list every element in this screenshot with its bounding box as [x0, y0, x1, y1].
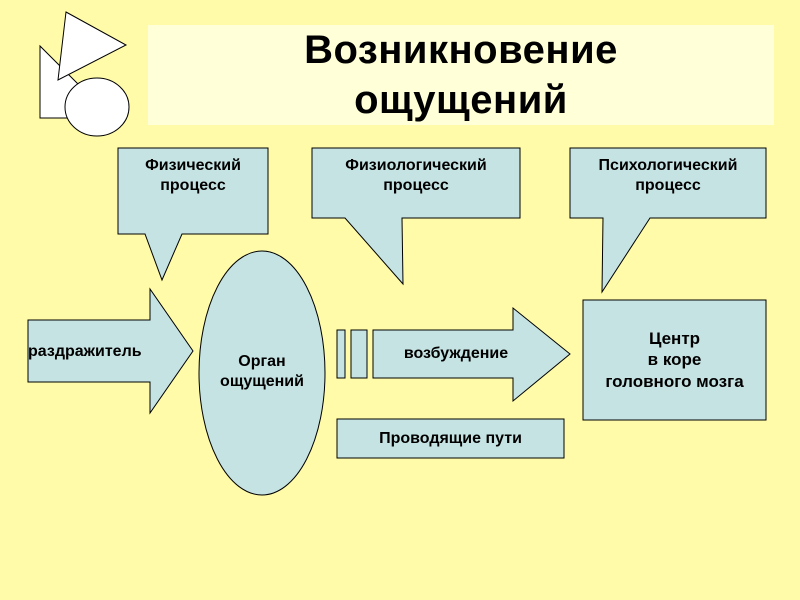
callout-psychological-label: Психологический процесс — [598, 157, 738, 194]
decorative-shapes — [39, 11, 130, 137]
decor-triangle-front — [57, 11, 128, 81]
callout-physical-label: Физический процесс — [145, 157, 241, 194]
excitation-bar-2 — [350, 329, 368, 379]
pathways-box — [336, 418, 565, 459]
excitation-label: возбуждение — [403, 345, 509, 362]
slide-title: Возникновение ощущений — [148, 25, 774, 125]
excitation-bar-1 — [336, 329, 346, 379]
cortex-center-box — [582, 299, 767, 421]
callout-psychological — [569, 147, 767, 294]
stimulus-label: раздражитель — [28, 343, 142, 360]
callout-physiological — [311, 147, 521, 286]
stimulus-arrow — [27, 287, 194, 415]
decor-circle — [64, 77, 130, 137]
pathways-label: Проводящие пути — [379, 430, 522, 447]
callout-physical — [117, 147, 269, 282]
excitation-arrow — [372, 306, 571, 403]
sense-organ-label: Орган ощущений — [220, 353, 304, 390]
callout-physiological-label: Физиологический процесс — [345, 157, 487, 194]
sense-organ-ellipse — [198, 250, 326, 496]
cortex-center-label: Центр в коре головного мозга — [605, 329, 744, 391]
